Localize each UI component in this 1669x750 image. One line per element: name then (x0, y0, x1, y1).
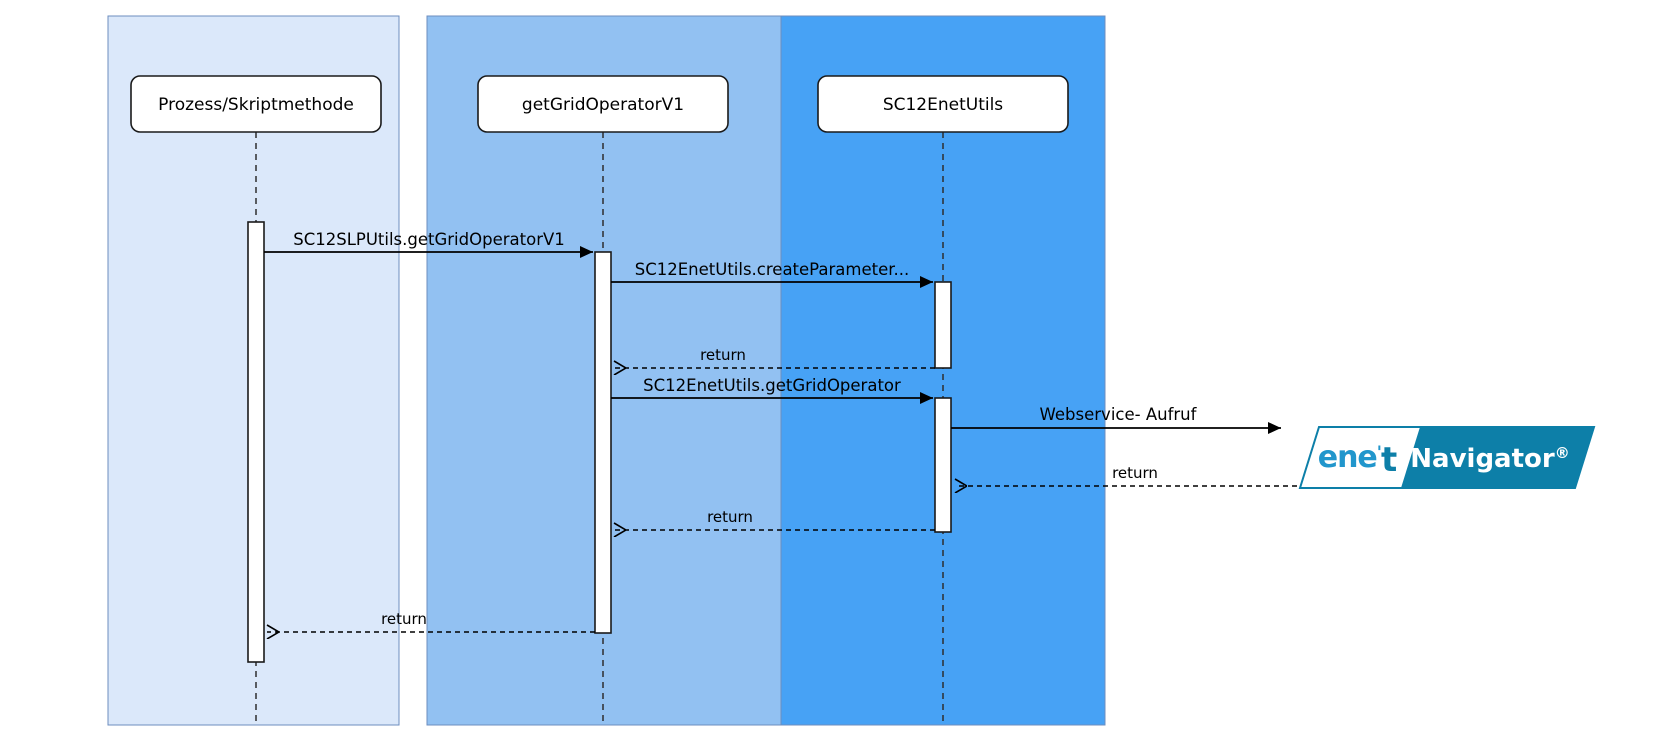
logo-brand-name: ene't (1318, 440, 1397, 480)
message-label: Webservice- Aufruf (1040, 405, 1198, 424)
participant-sc12enetutils: SC12EnetUtils (817, 75, 1069, 133)
activation-prozess (247, 221, 265, 663)
message-label: SC12EnetUtils.createParameter... (635, 260, 910, 279)
logo-navigator-panel (1401, 427, 1594, 488)
message-return-getgridoperator: return (614, 508, 935, 530)
message-call-createparameter: SC12EnetUtils.createParameter... (611, 260, 933, 288)
logo-brand-tick: ' (1377, 443, 1381, 463)
message-label: return (707, 508, 753, 526)
participant-label: Prozess/Skriptmethode (158, 95, 354, 115)
message-call-getgridoperatorv1: SC12SLPUtils.getGridOperatorV1 (264, 230, 593, 258)
logo-brand-t: t (1381, 440, 1397, 480)
message-label: return (381, 610, 427, 628)
logo-registered-mark: ® (1555, 444, 1570, 462)
participant-getgridoperatorv1: getGridOperatorV1 (477, 75, 729, 133)
message-call-webservice: Webservice- Aufruf (951, 405, 1281, 434)
message-label: return (1112, 464, 1158, 482)
participant-label: getGridOperatorV1 (522, 95, 684, 115)
activation-bars (247, 221, 952, 663)
enet-navigator-logo: ene't Navigator® (1298, 426, 1596, 489)
logo-product-text: Navigator (1410, 444, 1555, 474)
message-return-createparameter: return (614, 346, 935, 368)
participant-prozess: Prozess/Skriptmethode (130, 75, 382, 133)
message-call-getgridoperator: SC12EnetUtils.getGridOperator (611, 376, 933, 404)
participant-box (477, 75, 729, 133)
message-label: SC12EnetUtils.getGridOperator (643, 376, 901, 395)
logo-product-name: Navigator® (1410, 444, 1569, 474)
participant-box (130, 75, 382, 133)
message-label: SC12SLPUtils.getGridOperatorV1 (293, 230, 565, 249)
activation-sc12enetutils-2 (934, 397, 952, 533)
message-label: return (700, 346, 746, 364)
participant-box (817, 75, 1069, 133)
activation-getgridoperatorv1 (594, 251, 612, 634)
message-return-webservice: return (955, 464, 1297, 486)
message-return-to-prozess: return (267, 610, 595, 632)
participant-label: SC12EnetUtils (883, 95, 1003, 115)
activation-sc12enetutils-1 (934, 281, 952, 369)
logo-brand-ene: ene (1318, 440, 1377, 475)
